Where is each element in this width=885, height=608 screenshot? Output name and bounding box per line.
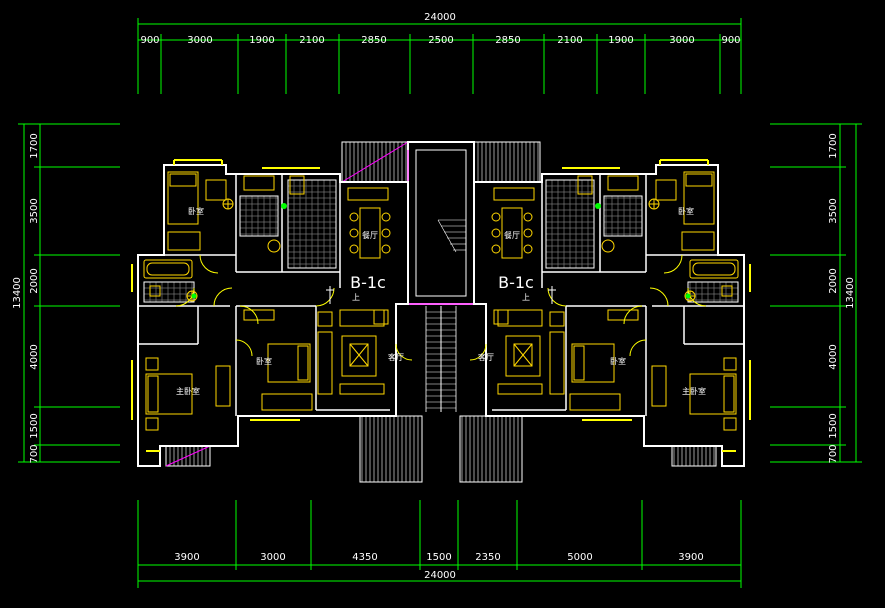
top-total-label: 24000 <box>424 12 456 23</box>
top-seg-label: 2100 <box>557 35 582 46</box>
left-seg-label: 4000 <box>29 344 40 369</box>
unit-label: B-1c <box>498 273 534 292</box>
right-seg-label: 2000 <box>828 268 839 293</box>
left-total-label: 13400 <box>12 277 23 309</box>
top-seg-label: 900 <box>140 35 159 46</box>
upper-stair <box>437 219 466 253</box>
kitchen-tiles <box>287 179 337 269</box>
kitchen-tiles <box>545 179 595 269</box>
dimension-labels: 24000 900 3000 1900 2100 2850 2500 2850 … <box>12 12 856 581</box>
unit-left: 卧室 餐厅 卧室 客厅 主卧室 B-1c 上 <box>131 159 413 467</box>
top-seg-label: 3000 <box>187 35 212 46</box>
room-label-bedroom-top: 卧室 <box>678 206 694 216</box>
top-seg-label: 2500 <box>428 35 453 46</box>
balcony-bottom-right <box>459 415 523 483</box>
bed-master-left <box>145 357 231 431</box>
unit-label: B-1c <box>350 273 386 292</box>
bed-master-right <box>651 357 737 431</box>
left-seg-label: 1700 <box>29 133 40 158</box>
bed-top-right <box>655 171 715 251</box>
bottom-seg-label: 5000 <box>567 552 592 563</box>
dimension-lines <box>18 18 862 588</box>
exterior-wall <box>473 164 745 467</box>
bottom-total-label: 24000 <box>424 570 456 581</box>
bottom-seg-label: 3900 <box>678 552 703 563</box>
top-seg-label: 900 <box>721 35 740 46</box>
room-label-living: 客厅 <box>478 352 494 362</box>
right-seg-label: 700 <box>828 444 839 463</box>
bath-tiles <box>239 195 279 237</box>
room-label-bedroom-top: 卧室 <box>188 206 204 216</box>
balconies <box>165 141 717 483</box>
top-seg-label: 2850 <box>495 35 520 46</box>
bathtub-left <box>143 259 193 279</box>
living-set-right <box>493 309 565 395</box>
stair-up-note: 上 <box>352 293 360 302</box>
room-label-master: 主卧室 <box>176 386 200 396</box>
bottom-seg-label: 2350 <box>475 552 500 563</box>
dining-set-right <box>491 187 535 259</box>
right-seg-label: 3500 <box>828 198 839 223</box>
bottom-seg-label: 3000 <box>260 552 285 563</box>
top-seg-label: 1900 <box>249 35 274 46</box>
top-seg-label: 2100 <box>299 35 324 46</box>
right-seg-label: 1700 <box>828 133 839 158</box>
room-label-living: 客厅 <box>388 352 404 362</box>
balcony-top-right <box>473 141 541 183</box>
right-total-label: 13400 <box>845 277 856 309</box>
top-seg-label: 2850 <box>361 35 386 46</box>
bed-mid-right <box>569 309 639 411</box>
bottom-seg-label: 1500 <box>426 552 451 563</box>
unit-right: 卧室 餐厅 卧室 客厅 主卧室 B-1c 上 <box>469 159 751 467</box>
bath2-tiles <box>143 281 195 303</box>
left-seg-label: 2000 <box>29 268 40 293</box>
top-seg-label: 3000 <box>669 35 694 46</box>
dining-set-left <box>347 187 391 259</box>
windows <box>562 159 751 452</box>
right-seg-label: 4000 <box>828 344 839 369</box>
top-ticks <box>160 34 721 94</box>
stair-up-note: 上 <box>522 293 530 302</box>
bath-tiles <box>603 195 643 237</box>
stairwell <box>407 141 475 412</box>
bottom-seg-label: 4350 <box>352 552 377 563</box>
bathtub-right <box>689 259 739 279</box>
left-seg-label: 3500 <box>29 198 40 223</box>
room-label-master: 主卧室 <box>682 386 706 396</box>
balcony-bottom-left <box>359 415 423 483</box>
room-label-dining: 餐厅 <box>504 231 520 240</box>
top-seg-label: 1900 <box>608 35 633 46</box>
bed-top-left <box>167 171 227 251</box>
bath2-tiles <box>687 281 739 303</box>
balcony-small-right <box>671 445 717 467</box>
right-seg-label: 1500 <box>828 413 839 438</box>
living-set-left <box>317 309 389 395</box>
left-seg-label: 1500 <box>29 413 40 438</box>
bottom-seg-label: 3900 <box>174 552 199 563</box>
room-label-bedroom-mid: 卧室 <box>256 356 272 366</box>
bed-mid-left <box>243 309 313 411</box>
fixtures <box>149 175 305 302</box>
room-label-dining: 餐厅 <box>362 231 378 240</box>
room-label-bedroom-mid: 卧室 <box>610 356 626 366</box>
windows <box>131 159 320 452</box>
exterior-wall <box>137 164 409 467</box>
left-seg-label: 700 <box>29 444 40 463</box>
